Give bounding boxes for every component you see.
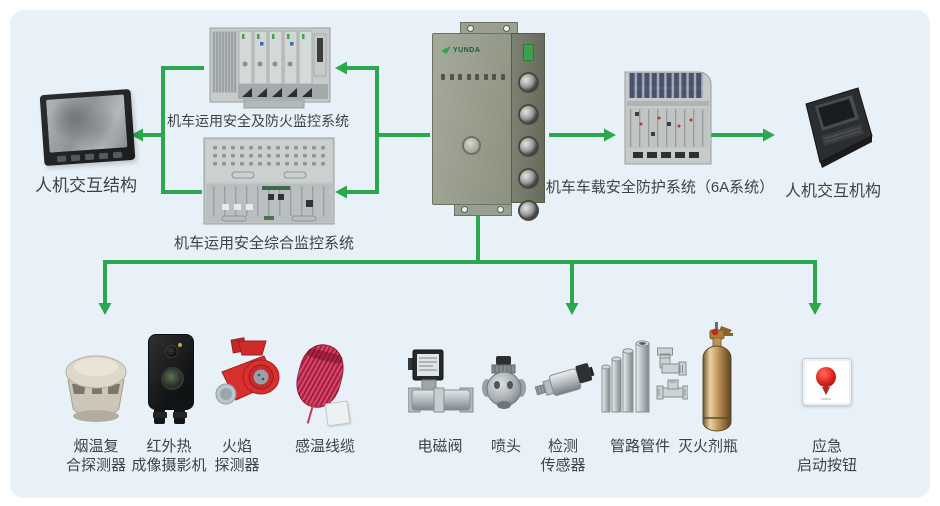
mounting-flange-top — [460, 22, 518, 35]
circular-connector — [517, 136, 539, 157]
circular-connector — [517, 200, 539, 221]
reset-button — [462, 136, 481, 155]
rack-fire-monitoring-image — [204, 18, 336, 117]
camera-lens-small — [165, 345, 178, 358]
pipes-fittings-label: 管路管件 — [609, 438, 671, 455]
solenoid-valve-label: 电磁阀 — [417, 438, 463, 455]
flame-detector-image — [212, 336, 284, 425]
detection-sensor-label: 检测 传感器 — [540, 438, 586, 474]
smoke-detector-label: 烟温复 合探测器 — [65, 438, 127, 474]
infrared-camera-image — [146, 334, 196, 426]
smoke-detector-image — [58, 342, 134, 431]
hmi-left-label: 人机交互结构 — [35, 176, 137, 195]
hmi-display-left-image — [39, 88, 136, 167]
unit-front-panel: YUNDA — [432, 33, 512, 205]
display-screen — [45, 94, 128, 153]
control-unit-image: YUNDA — [430, 22, 548, 221]
unit-connector-panel — [511, 33, 545, 221]
logo-text: YUNDA — [453, 46, 481, 54]
solenoid-valve-image — [407, 346, 474, 423]
agent-bottle-image — [698, 322, 736, 443]
spray-nozzle-image — [480, 354, 528, 417]
thermo-cable-label: 感温线缆 — [294, 438, 356, 455]
terminal-block — [522, 44, 534, 61]
pressure-sensor-image — [533, 358, 595, 411]
brand-logo: YUNDA — [441, 46, 480, 54]
cable-end-plate — [324, 400, 351, 427]
emergency-button-label: 应急 启动按钮 — [796, 438, 858, 474]
red-button — [816, 367, 836, 387]
spray-nozzle-label: 喷头 — [490, 438, 522, 455]
rack-fire-label: 机车运用安全及防火监控系统 — [167, 113, 349, 129]
cable-gland — [172, 407, 187, 424]
logo-swoosh-icon — [441, 46, 451, 54]
rack-6a-label: 机车车载安全防护系统（6A系统） — [545, 179, 775, 196]
camera-indicator — [178, 343, 182, 347]
circular-connector — [517, 72, 539, 93]
cable-gland — [152, 407, 167, 424]
camera-body — [148, 334, 194, 410]
rack-comp-label: 机车运用安全综合监控系统 — [173, 235, 355, 252]
camera-lens-large — [161, 367, 184, 390]
circular-connector — [517, 168, 539, 189]
button-pin — [822, 387, 830, 399]
status-led-row — [441, 74, 505, 80]
thermo-cable-image — [290, 339, 354, 428]
rack-comprehensive-monitoring-image — [202, 136, 336, 233]
rack-6a-system-image — [621, 62, 715, 175]
hmi-terminal-right-image — [798, 84, 876, 173]
flame-detector-label: 火焰 探测器 — [214, 438, 260, 474]
agent-bottle-label: 灭火剂瓶 — [677, 438, 739, 455]
circular-connector — [517, 104, 539, 125]
pipes-fittings-image — [600, 340, 689, 419]
infrared-camera-label: 红外热 成像摄影机 — [131, 438, 207, 474]
display-buttons — [50, 151, 128, 163]
emergency-button-image — [802, 358, 852, 406]
hmi-right-label: 人机交互机构 — [784, 183, 882, 200]
plate-mark — [821, 398, 831, 400]
